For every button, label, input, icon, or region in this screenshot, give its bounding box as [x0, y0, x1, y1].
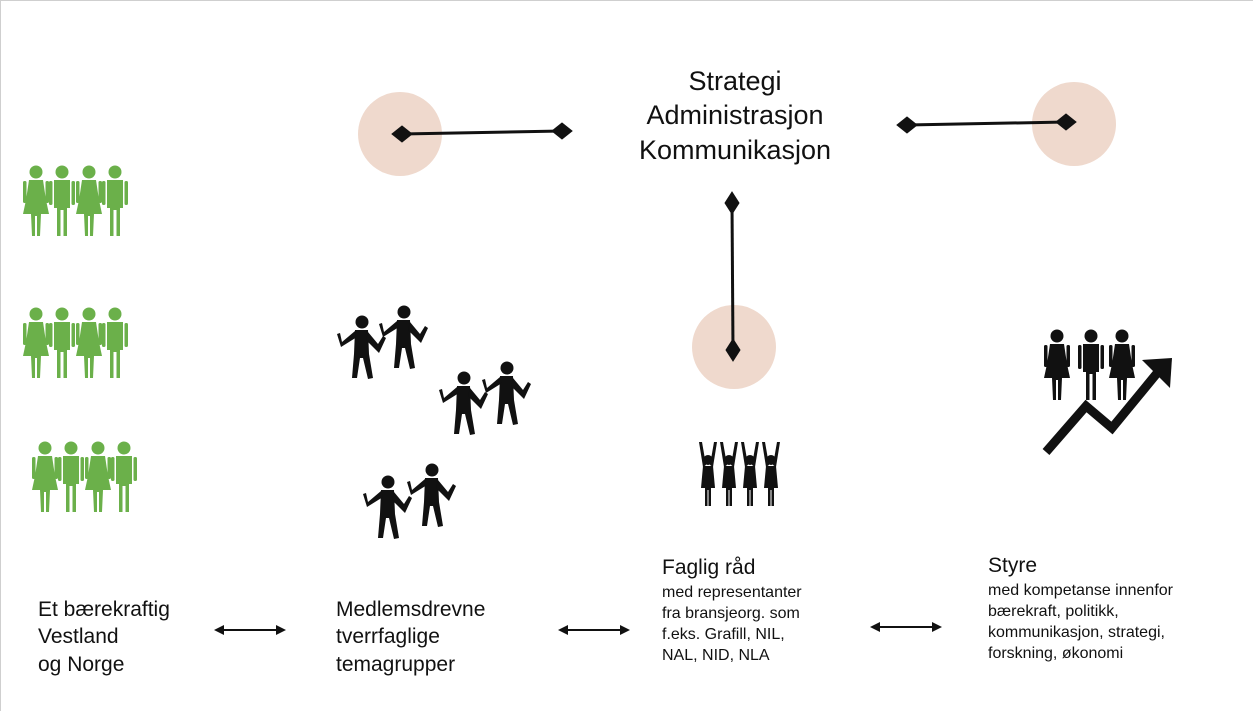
connector-left: [391, 122, 573, 143]
label-line: og Norge: [38, 652, 125, 676]
center-line: Strategi: [688, 66, 782, 96]
label-line: med kompetanse innenfor: [988, 582, 1173, 600]
label-line: Vestland: [38, 625, 119, 649]
label-line: tverrfaglige: [336, 625, 440, 649]
label-line: kommunikasjon, strategi,: [988, 623, 1165, 641]
center-line: Kommunikasjon: [638, 134, 832, 165]
cheering-group-icon: [699, 442, 780, 506]
label-line: f.eks. Grafill, NIL,: [662, 625, 785, 643]
person-group-icon: [23, 307, 128, 378]
connector-vertical: [724, 191, 741, 362]
label-line: forskning, økonomi: [988, 644, 1124, 662]
label-line: NAL, NID, NLA: [662, 646, 770, 664]
label-temagrupper: Medlemsdrevne tverrfaglige temagrupper: [336, 596, 485, 678]
label-heading: Faglig råd: [662, 556, 756, 579]
person-group-icon: [32, 441, 137, 512]
center-line: Administrasjon: [646, 100, 824, 131]
label-faglig-rad: Faglig råd med representanter fra bransj…: [662, 554, 802, 666]
label-vestland: Et bærekraftig Vestland og Norge: [38, 596, 170, 678]
growth-team-icon: [1042, 329, 1172, 455]
label-line: Et bærekraftig: [38, 598, 170, 621]
label-line: med representanter: [662, 584, 802, 602]
dancing-people-icon: [337, 305, 531, 539]
label-line: bærekraft, politikk,: [988, 603, 1119, 621]
center-title: Strategi Administrasjon Kommunikasjon: [560, 64, 910, 167]
label-line: Medlemsdrevne: [336, 598, 486, 621]
person-group-icon: [23, 165, 128, 236]
double-arrow-icon: [558, 625, 630, 635]
double-arrow-icon: [870, 622, 942, 632]
label-heading: Styre: [988, 554, 1038, 577]
label-line: temagrupper: [336, 652, 456, 676]
label-line: fra bransjeorg. som: [662, 605, 800, 623]
double-arrow-icon: [214, 625, 286, 635]
connector-right: [896, 113, 1077, 134]
label-styre: Styre med kompetanse innenfor bærekraft,…: [988, 552, 1173, 664]
